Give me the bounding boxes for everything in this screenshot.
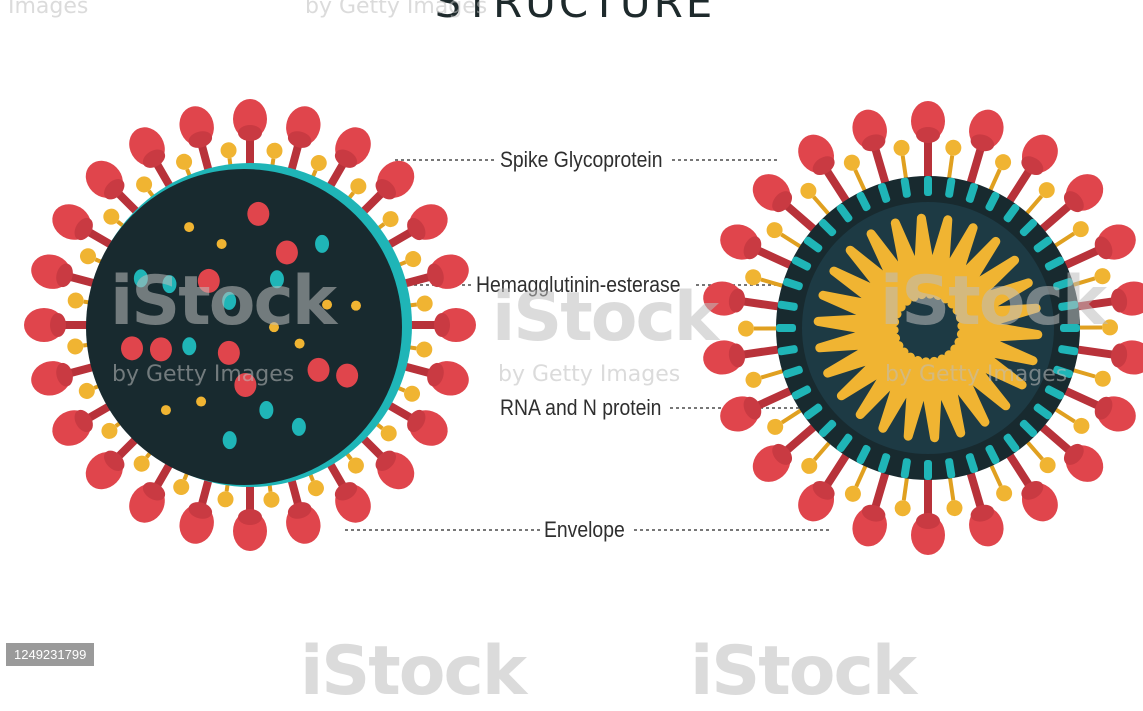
watermark-getty-center: by Getty Images [498, 362, 680, 387]
left-surface-spike [247, 202, 269, 226]
right-hemagglutinin-knob-head [945, 499, 963, 517]
left-hemagglutinin-knob-head [416, 295, 434, 313]
right-membrane-protein [776, 324, 796, 332]
left-hemagglutinin-dot [196, 397, 206, 407]
right-hemagglutinin-knob-head [738, 321, 754, 337]
left-spike-base [238, 509, 262, 525]
left-hemagglutinin-knob-head [78, 246, 99, 267]
label-spike-glycoprotein: Spike Glycoprotein [500, 147, 662, 173]
watermark-getty-left: by Getty Images [112, 362, 294, 387]
left-hemagglutinin-dot [351, 301, 361, 311]
right-hemagglutinin-knob-head [892, 139, 910, 157]
left-membrane-protein [292, 418, 306, 436]
left-hemagglutinin-knob-head [174, 151, 195, 172]
watermark-istock-bottom-right: iStock [690, 632, 915, 711]
right-hemagglutinin-knob-head [992, 152, 1013, 173]
left-hemagglutinin-knob-head [308, 153, 329, 174]
left-spike-base [238, 125, 262, 141]
left-hemagglutinin-knob-head [306, 478, 327, 499]
right-hemagglutinin-knob-head [894, 499, 912, 517]
right-membrane-protein-body [924, 460, 932, 480]
watermark-images-topleft: Images [8, 0, 88, 19]
left-hemagglutinin-dot [184, 222, 194, 232]
right-hemagglutinin-knob-head [1070, 415, 1092, 437]
left-membrane-protein [259, 401, 273, 419]
right-hemagglutinin-knob-head [1070, 218, 1092, 240]
left-hemagglutinin-dot [217, 239, 227, 249]
right-hemagglutinin-knob-head [764, 219, 786, 241]
image-id-badge: 1249231799 [6, 643, 94, 666]
watermark-getty-right: by Getty Images [885, 362, 1067, 387]
left-hemagglutinin-dot [161, 405, 171, 415]
left-hemagglutinin-knob-head [76, 381, 97, 402]
left-spike-base [50, 313, 66, 337]
left-surface-spike [276, 240, 298, 264]
right-membrane-protein-body [924, 176, 932, 196]
left-surface-spike [336, 364, 358, 388]
left-hemagglutinin-knob-head [220, 141, 238, 159]
right-hemagglutinin-knob-head [1093, 369, 1113, 389]
left-hemagglutinin-knob-head [171, 477, 192, 498]
left-spike-base [434, 313, 450, 337]
right-hemagglutinin-knob-head [994, 483, 1015, 504]
right-hemagglutinin-knob-head [944, 139, 962, 157]
right-hemagglutinin-knob-head [743, 267, 763, 287]
left-hemagglutinin-knob-head [415, 340, 433, 358]
right-membrane-protein [924, 176, 932, 196]
right-hemagglutinin-knob-head [842, 483, 863, 504]
right-membrane-protein-body [776, 324, 796, 332]
left-membrane-protein [223, 431, 237, 449]
watermark-getty-top: by Getty Images [305, 0, 487, 19]
watermark-istock-bottom-left: iStock [300, 632, 525, 711]
watermark-istock-right: iStock [880, 262, 1105, 341]
right-membrane-protein [924, 460, 932, 480]
left-membrane-protein [315, 235, 329, 253]
right-hemagglutinin-knob-head [744, 370, 764, 390]
right-spike-base [916, 127, 940, 143]
left-hemagglutinin-knob-head [67, 291, 85, 309]
left-hemagglutinin-knob-head [402, 383, 423, 404]
left-surface-spike [308, 358, 330, 382]
label-rna-n-protein: RNA and N protein [500, 395, 661, 421]
left-hemagglutinin-knob-head [265, 142, 283, 160]
watermark-istock-center: iStock [492, 278, 717, 357]
left-hemagglutinin-knob-head [216, 490, 234, 508]
left-hemagglutinin-knob-head [403, 249, 424, 270]
left-hemagglutinin-knob-head [66, 338, 84, 356]
right-spike-base [916, 513, 940, 529]
right-hemagglutinin-knob-head [764, 416, 786, 438]
right-hemagglutinin-knob-head [841, 152, 862, 173]
left-hemagglutinin-knob-head [263, 491, 281, 509]
label-envelope: Envelope [544, 517, 625, 543]
watermark-istock-left: iStock [110, 262, 335, 341]
